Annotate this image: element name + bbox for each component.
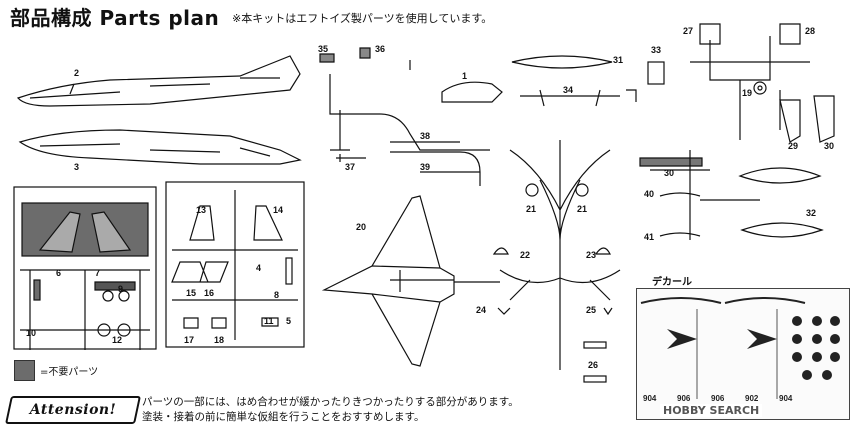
decal-number: 906 <box>677 394 691 403</box>
part-number: 27 <box>683 26 693 36</box>
part-31 <box>511 55 613 69</box>
part-number: 12 <box>112 335 122 345</box>
part-number: 35 <box>318 44 328 54</box>
part-number: 23 <box>586 250 596 260</box>
decal-title: デカール <box>652 277 692 288</box>
decal-sheet: 904 906 906 902 904 <box>636 288 850 420</box>
part-number: 14 <box>273 205 283 215</box>
part-number: 40 <box>644 189 654 199</box>
part-number: 1 <box>462 71 467 81</box>
decal-number: 902 <box>745 394 759 403</box>
sprue-runner-center <box>509 140 611 370</box>
part-number: 15 <box>186 288 196 298</box>
part-number: 9 <box>118 284 123 294</box>
part-number: 10 <box>26 328 36 338</box>
attention-text-line2: 塗装・接着の前に簡単な仮組を行うことをおすすめします。 <box>142 411 425 423</box>
page-title: 部品構成 Parts plan <box>10 6 220 30</box>
attention-badge: Attension! <box>5 396 141 424</box>
unused-parts-legend: =不要パーツ <box>40 367 99 378</box>
unused-parts-swatch <box>14 360 35 381</box>
attention-badge-label: Attension! <box>29 402 117 418</box>
part-number: 29 <box>788 141 798 151</box>
part-number: 22 <box>520 250 530 260</box>
part-number: 20 <box>356 222 366 232</box>
fuselage-part-3 <box>18 129 302 165</box>
part-number: 25 <box>586 305 596 315</box>
part-number: 36 <box>375 44 385 54</box>
part-number: 30 <box>664 168 674 178</box>
part-32 <box>738 167 824 238</box>
part-number: 11 <box>264 316 274 326</box>
kit-note: ※本キットはエフトイズ製パーツを使用しています。 <box>232 12 493 25</box>
part-number: 34 <box>563 85 573 95</box>
part-number: 7 <box>95 268 100 278</box>
part-1 <box>441 81 503 103</box>
wing-part-20 <box>321 195 500 367</box>
sprue-runner-top <box>329 60 490 151</box>
part-number: 32 <box>806 208 816 218</box>
part-number: 3 <box>74 162 79 172</box>
sprue-runner-right <box>690 36 810 140</box>
part-number: 19 <box>742 88 752 98</box>
part-number: 38 <box>420 131 430 141</box>
part-number: 4 <box>256 263 261 273</box>
part-number: 37 <box>345 162 355 172</box>
part-number: 21 <box>526 204 536 214</box>
part-number: 18 <box>214 335 224 345</box>
watermark: HOBBY SEARCH <box>660 404 763 417</box>
decal-number: 904 <box>643 394 657 403</box>
decal-number: 904 <box>779 394 793 403</box>
part-number: 31 <box>613 55 623 65</box>
part-number: 6 <box>56 268 61 278</box>
decal-number: 906 <box>711 394 725 403</box>
sprue-frame-b <box>165 181 305 348</box>
part-number: 26 <box>588 360 598 370</box>
part-number: 30 <box>824 141 834 151</box>
part-number: 39 <box>420 162 430 172</box>
part-number: 28 <box>805 26 815 36</box>
part-number: 2 <box>74 68 79 78</box>
attention-text-line1: パーツの一部には、はめ合わせが緩かったりきつかったりする部分があります。 <box>142 396 519 408</box>
part-number: 8 <box>274 290 279 300</box>
part-number: 24 <box>476 305 486 315</box>
part-number: 33 <box>651 45 661 55</box>
part-33 <box>647 61 665 85</box>
part-number: 13 <box>196 205 206 215</box>
part-number: 17 <box>184 335 194 345</box>
part-number: 16 <box>204 288 214 298</box>
part-number: 41 <box>644 232 654 242</box>
decal-sheet-art: 904 906 906 902 904 <box>640 297 840 403</box>
part-number: 21 <box>577 204 587 214</box>
fuselage-part-2 <box>16 55 301 107</box>
part-number: 5 <box>286 316 291 326</box>
